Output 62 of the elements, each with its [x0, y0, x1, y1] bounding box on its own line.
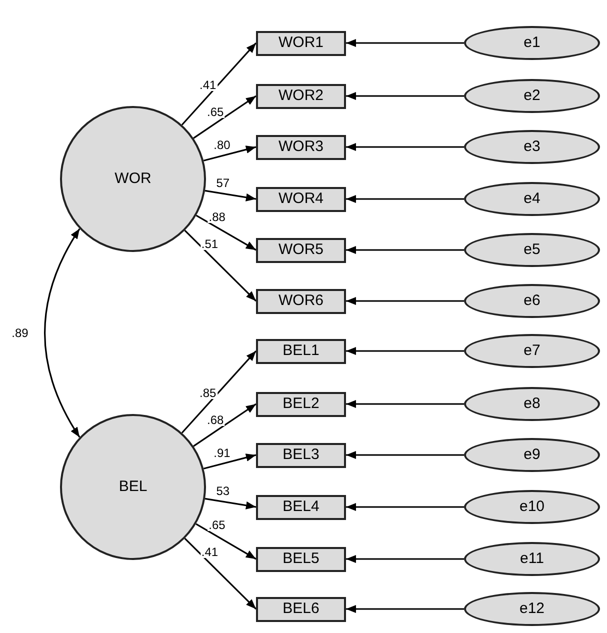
error-term-ellipse: e7: [464, 334, 600, 368]
edge-label: .88: [208, 210, 226, 223]
indicator-box: BEL5: [256, 546, 346, 572]
indicator-box: BEL4: [256, 494, 346, 520]
indicator-box: BEL1: [256, 338, 346, 364]
arrow: [346, 195, 464, 203]
arrow: [346, 39, 464, 47]
arrow: [193, 95, 256, 139]
arrow: [346, 605, 464, 613]
error-term-ellipse: e11: [464, 542, 600, 576]
indicator-box: BEL2: [256, 392, 346, 416]
indicator-box: WOR4: [256, 186, 346, 212]
edge-label: 53: [215, 484, 231, 497]
error-term-ellipse: e8: [464, 387, 600, 421]
arrow: [193, 403, 256, 447]
indicator-box: BEL6: [256, 596, 346, 622]
error-term-ellipse: e12: [464, 592, 600, 626]
edge-label: .85: [198, 387, 218, 400]
arrow: [203, 454, 256, 470]
edge-label: .41: [198, 79, 218, 92]
arrow: [196, 523, 256, 560]
arrow: [204, 190, 256, 202]
arrow: [196, 214, 256, 251]
edge-label: .51: [200, 238, 220, 250]
arrow: [203, 146, 256, 162]
arrow: [184, 538, 257, 610]
edge-label: .89: [10, 327, 30, 339]
arrow: [204, 498, 256, 510]
edge-label: .80: [212, 138, 232, 151]
error-term-ellipse: e3: [464, 130, 600, 164]
arrow: [346, 400, 464, 408]
edge-label: .65: [206, 106, 225, 118]
arrow: [346, 451, 464, 459]
edge-label: .91: [212, 446, 232, 459]
indicator-box: WOR2: [256, 84, 346, 108]
error-term-ellipse: e9: [464, 438, 600, 472]
error-term-ellipse: e5: [464, 233, 600, 267]
error-term-ellipse: e10: [464, 490, 600, 524]
error-term-ellipse: e2: [464, 79, 600, 113]
edge-label: 57: [215, 176, 231, 189]
arrow: [346, 143, 464, 151]
arrow: [181, 42, 257, 126]
arrow: [346, 92, 464, 100]
arrow: [346, 246, 464, 254]
arrow: [346, 347, 464, 355]
arrow: [346, 503, 464, 511]
double-headed-arrow: [44, 228, 80, 438]
arrow: [346, 297, 464, 305]
edge-label: .41: [200, 546, 220, 558]
edge-label: .68: [206, 414, 225, 426]
error-term-ellipse: e1: [464, 26, 600, 60]
indicator-box: WOR1: [256, 30, 346, 56]
indicator-box: WOR3: [256, 134, 346, 160]
indicator-box: WOR6: [256, 288, 346, 314]
arrow: [181, 350, 257, 434]
error-term-ellipse: e4: [464, 182, 600, 216]
arrow: [184, 230, 257, 302]
edge-label: .65: [208, 519, 226, 532]
arrow: [346, 555, 464, 563]
indicator-box: WOR5: [256, 238, 346, 262]
error-term-ellipse: e6: [464, 284, 600, 318]
indicator-box: BEL3: [256, 442, 346, 468]
